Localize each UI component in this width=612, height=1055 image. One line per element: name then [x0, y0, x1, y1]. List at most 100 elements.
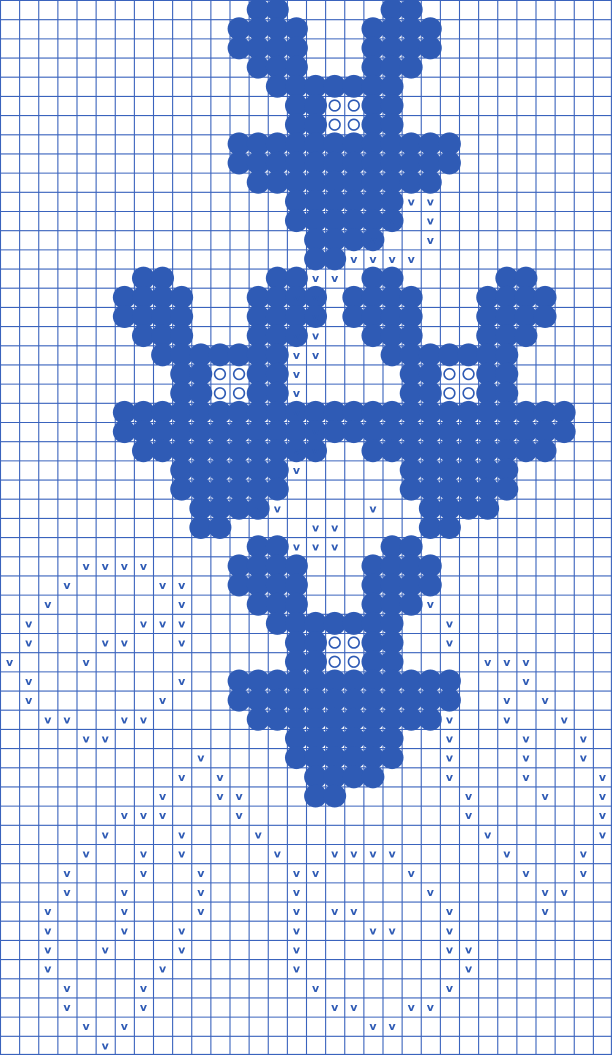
v-stitch: v: [274, 502, 282, 515]
v-stitch: v: [312, 426, 320, 439]
v-stitch: v: [159, 579, 167, 592]
v-stitch: v: [293, 464, 301, 477]
v-stitch: v: [6, 656, 14, 669]
v-stitch: v: [178, 771, 186, 784]
v-stitch: v: [446, 944, 454, 957]
v-stitch: v: [159, 617, 167, 630]
v-stitch: v: [44, 598, 52, 611]
filled-dot: [400, 56, 423, 79]
v-stitch: v: [522, 656, 530, 669]
filled-dot: [323, 785, 346, 808]
v-stitch: v: [44, 713, 52, 726]
v-stitch: v: [465, 944, 473, 957]
v-stitch: v: [369, 253, 377, 266]
v-stitch: v: [312, 522, 320, 535]
filled-dot: [534, 305, 557, 328]
filled-dot: [323, 247, 346, 270]
v-stitch: v: [580, 867, 588, 880]
v-stitch: v: [293, 406, 301, 419]
v-stitch: v: [427, 886, 435, 899]
filled-dot: [438, 516, 461, 539]
v-stitch: v: [446, 982, 454, 995]
v-stitch: v: [293, 387, 301, 400]
v-stitch: v: [140, 867, 148, 880]
v-stitch: v: [293, 541, 301, 554]
v-stitch: v: [121, 809, 129, 822]
v-stitch: v: [446, 694, 454, 707]
v-stitch: v: [197, 886, 205, 899]
v-stitch: v: [255, 502, 263, 515]
v-stitch: v: [522, 752, 530, 765]
v-stitch: v: [25, 675, 33, 688]
open-circle: [234, 369, 245, 380]
v-stitch: v: [503, 848, 511, 861]
open-circle: [463, 388, 474, 399]
v-stitch: v: [293, 445, 301, 458]
v-stitch: v: [140, 713, 148, 726]
v-stitch: v: [388, 924, 396, 937]
v-stitch: v: [293, 924, 301, 937]
v-stitch: v: [388, 848, 396, 861]
open-circle: [215, 369, 226, 380]
filled-dot: [400, 593, 423, 616]
v-stitch: v: [44, 963, 52, 976]
v-stitch: v: [331, 1001, 339, 1014]
v-stitch: v: [369, 848, 377, 861]
v-stitch: v: [446, 771, 454, 784]
v-stitch: v: [121, 560, 129, 573]
open-circle: [348, 100, 359, 111]
filled-dot: [438, 152, 461, 175]
v-stitch: v: [388, 1020, 396, 1033]
v-stitch: v: [140, 1001, 148, 1014]
v-stitch: v: [331, 848, 339, 861]
v-stitch: v: [102, 828, 110, 841]
v-stitch: v: [140, 560, 148, 573]
v-stitch: v: [369, 234, 377, 247]
v-stitch: v: [159, 694, 167, 707]
v-stitch: v: [446, 713, 454, 726]
v-stitch: v: [274, 848, 282, 861]
v-stitch: v: [178, 848, 186, 861]
v-stitch: v: [293, 944, 301, 957]
v-stitch: v: [293, 963, 301, 976]
v-stitch: v: [350, 848, 358, 861]
v-stitch: v: [312, 541, 320, 554]
v-stitch: v: [140, 809, 148, 822]
v-stitch: v: [121, 637, 129, 650]
open-circle: [348, 637, 359, 648]
v-stitch: v: [350, 1001, 358, 1014]
v-stitch: v: [102, 733, 110, 746]
v-stitch: v: [197, 752, 205, 765]
v-stitch: v: [599, 771, 607, 784]
v-stitch: v: [140, 848, 148, 861]
open-circle: [444, 369, 455, 380]
v-stitch: v: [312, 445, 320, 458]
open-circle: [234, 388, 245, 399]
v-stitch: v: [178, 828, 186, 841]
v-stitch: v: [140, 617, 148, 630]
filled-dot: [495, 478, 518, 501]
v-stitch: v: [408, 253, 416, 266]
v-stitch: v: [465, 809, 473, 822]
filled-dot: [419, 36, 442, 59]
v-stitch: v: [446, 733, 454, 746]
v-stitch: v: [580, 733, 588, 746]
v-stitch: v: [503, 713, 511, 726]
v-stitch: v: [293, 330, 301, 343]
v-stitch: v: [178, 944, 186, 957]
v-stitch: v: [503, 656, 511, 669]
v-stitch: v: [102, 944, 110, 957]
v-stitch: v: [465, 963, 473, 976]
v-stitch: v: [140, 982, 148, 995]
v-stitch: v: [178, 579, 186, 592]
v-stitch: v: [541, 905, 549, 918]
open-circle: [348, 119, 359, 130]
v-stitch: v: [44, 944, 52, 957]
v-stitch: v: [427, 1001, 435, 1014]
v-stitch: v: [63, 713, 71, 726]
v-stitch: v: [63, 867, 71, 880]
v-stitch: v: [216, 771, 224, 784]
v-stitch: v: [44, 905, 52, 918]
v-stitch: v: [541, 694, 549, 707]
open-circle: [329, 100, 340, 111]
